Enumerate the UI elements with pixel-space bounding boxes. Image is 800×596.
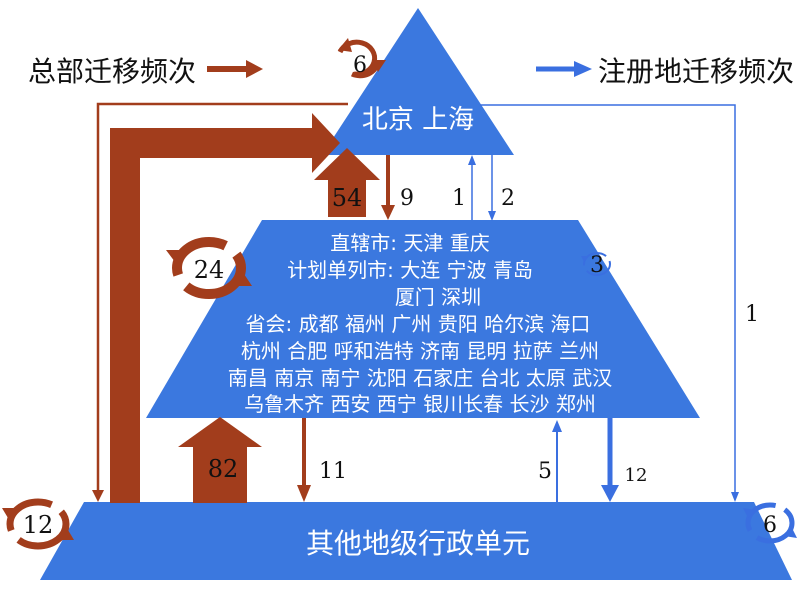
reg-bottom-to-mid-count: 5	[538, 459, 552, 484]
top-tier-triangle	[322, 8, 514, 155]
top-tier-label: 北京 上海	[362, 105, 474, 135]
hq-mid-self-loop	[166, 237, 252, 299]
reg-bottom-self-loop	[743, 502, 797, 544]
hq-top-self-loop	[337, 38, 386, 79]
middle-tier-line-5: 杭州 合肥 呼和浩特 济南 昆明 拉萨 兰州	[241, 339, 599, 363]
legend-reg-arrow	[536, 61, 592, 77]
reg-top-to-mid-arrow	[488, 155, 496, 221]
hq-bottom-self-count: 12	[23, 511, 54, 539]
legend-reg-label: 注册地迁移频次	[598, 55, 794, 88]
hq-top-to-bottom-thin-flow	[92, 102, 348, 502]
middle-tier-line-6: 南昌 南京 南宁 沈阳 石家庄 台北 太原 武汉	[228, 366, 613, 390]
reg-mid-self-count: 3	[590, 253, 604, 278]
hq-mid-to-top-arrow	[314, 148, 380, 217]
legend-hq-arrow	[207, 60, 263, 78]
reg-top-to-mid-count: 2	[501, 186, 515, 211]
hq-top-to-mid-count: 9	[400, 186, 414, 211]
hq-mid-to-top-count: 54	[332, 184, 363, 212]
middle-tier-line-1: 直辖市: 天津 重庆	[330, 231, 489, 255]
hq-bottom-to-mid-arrow	[178, 417, 262, 503]
hq-mid-to-bottom-arrow	[297, 418, 311, 502]
hq-top-self-count: 6	[353, 53, 367, 78]
bottom-tier-label: 其他地级行政单元	[306, 527, 530, 560]
middle-tier-line-2: 计划单列市: 大连 宁波 青岛	[287, 258, 533, 282]
reg-mid-to-top-arrow	[468, 155, 476, 220]
reg-top-to-bottom-count: 1	[745, 302, 759, 327]
hq-mid-to-bottom-count: 11	[319, 459, 347, 484]
bottom-tier-trapezoid	[40, 502, 792, 580]
middle-tier-label: 直辖市: 天津 重庆 计划单列市: 大连 宁波 青岛 厦门 深圳 省会: 成都 …	[228, 231, 613, 416]
reg-mid-self-loop	[581, 252, 611, 276]
reg-bottom-to-mid-arrow	[552, 420, 562, 502]
hq-mid-self-count: 24	[194, 256, 225, 284]
hq-bottom-to-top-large-flow	[110, 113, 340, 503]
middle-tier-trapezoid	[146, 220, 700, 418]
hq-top-to-mid-arrow	[381, 155, 395, 220]
middle-tier-line-4: 省会: 成都 福州 广州 贵阳 哈尔滨 海口	[246, 312, 591, 336]
middle-tier-line-7: 乌鲁木齐 西安 西宁 银川长春 长沙 郑州	[244, 392, 596, 416]
reg-mid-to-bottom-count: 12	[625, 465, 648, 486]
reg-bottom-self-count: 6	[763, 513, 777, 538]
legend-hq-label: 总部迁移频次	[28, 55, 196, 88]
middle-tier-line-3: 厦门 深圳	[395, 285, 481, 309]
reg-mid-to-bottom-arrow	[601, 418, 619, 502]
hq-bottom-to-mid-count: 82	[208, 455, 239, 483]
reg-top-to-bottom-thin-flow	[480, 104, 739, 502]
hq-bottom-self-loop	[2, 498, 74, 550]
reg-mid-to-top-count: 1	[452, 186, 466, 211]
